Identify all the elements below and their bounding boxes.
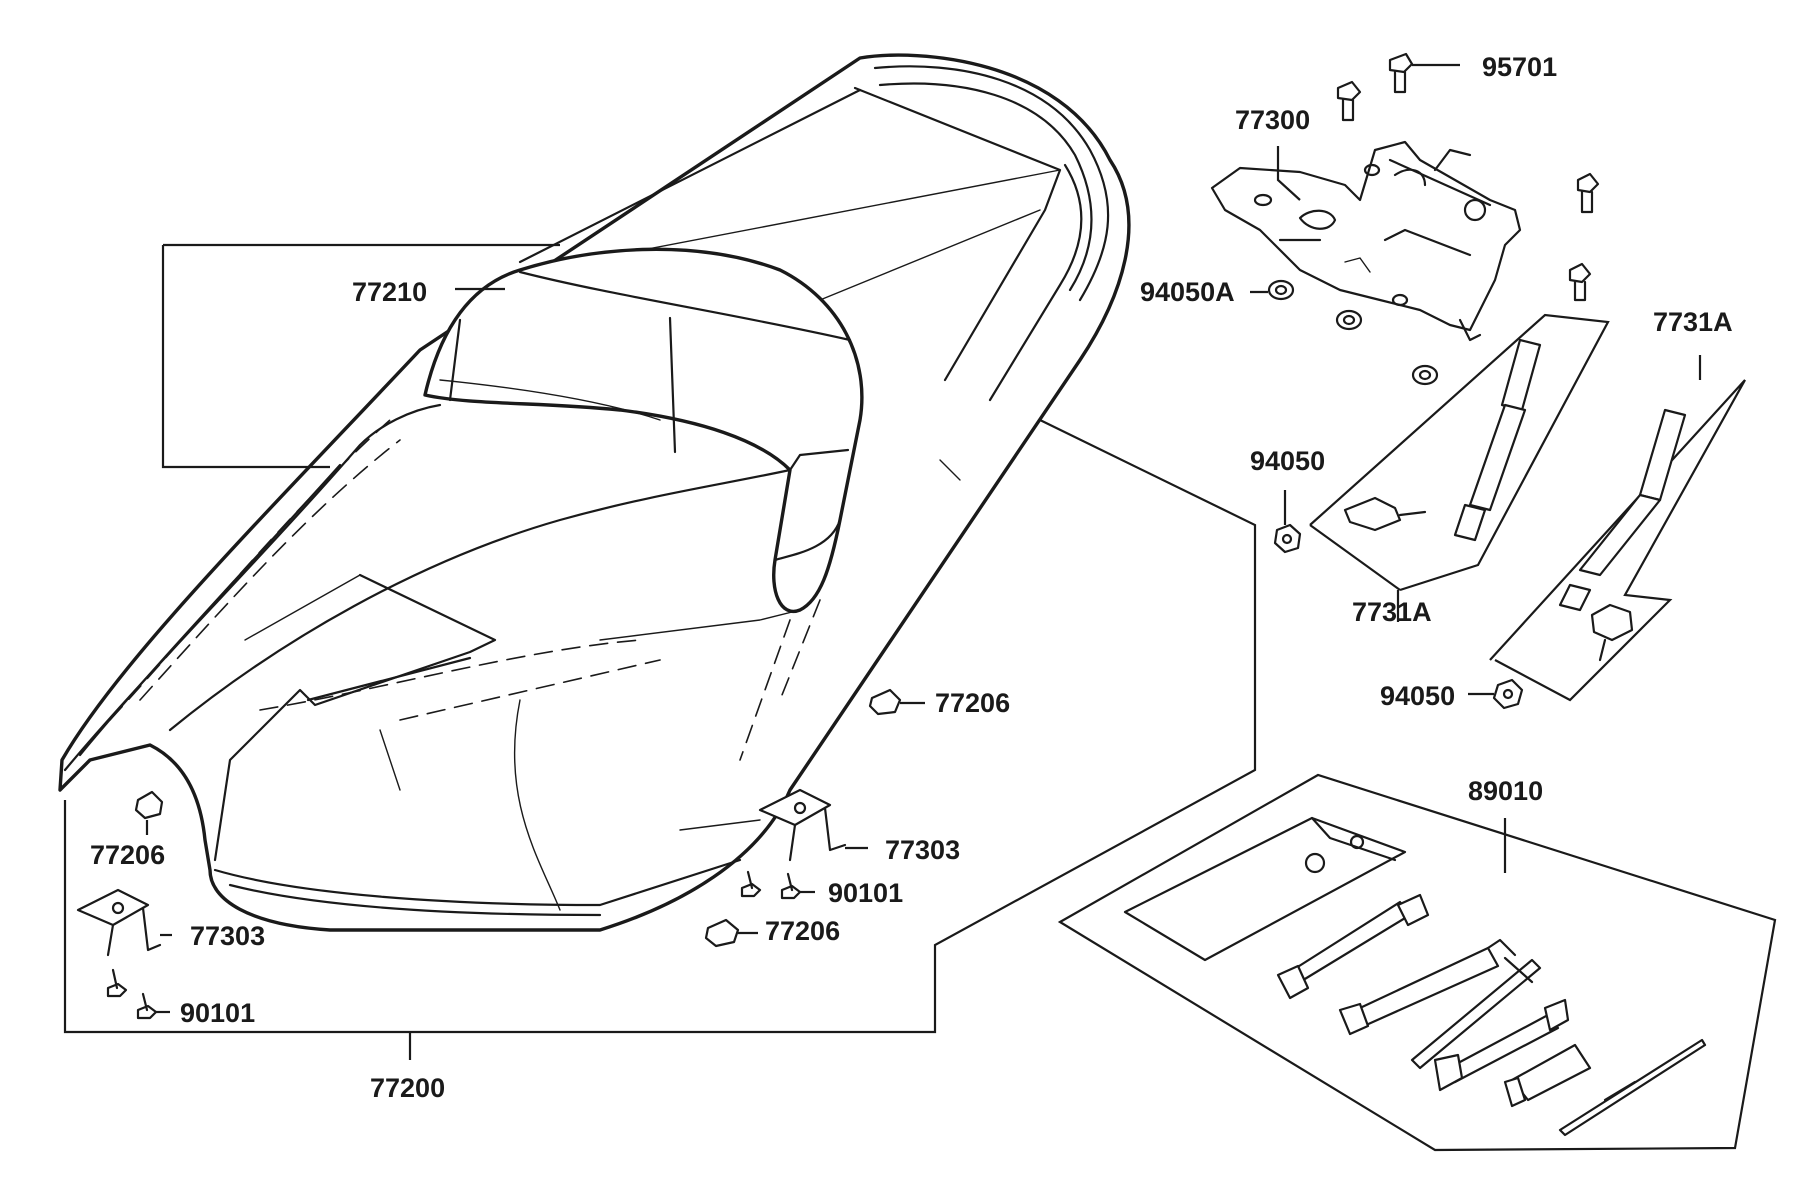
label-90101-left: 90101 — [180, 998, 255, 1028]
label-77210: 77210 — [352, 277, 427, 307]
label-94050-upper: 94050 — [1250, 446, 1325, 476]
bracket-77200 — [63, 243, 1257, 1060]
label-77206-left: 77206 — [90, 840, 165, 870]
label-90101-right: 90101 — [828, 878, 903, 908]
gas-strut-lower — [1489, 355, 1746, 702]
gas-strut-upper — [1309, 313, 1610, 622]
label-77206-right: 77206 — [935, 688, 1010, 718]
label-95701: 95701 — [1482, 52, 1557, 82]
label-77300: 77300 — [1235, 105, 1310, 135]
label-77303-right: 77303 — [885, 835, 960, 865]
label-94050a: 94050A — [1140, 277, 1235, 307]
label-94050-lower: 94050 — [1380, 681, 1455, 711]
label-7731a-top: 7731A — [1653, 307, 1733, 337]
seat-assembly — [58, 53, 1131, 932]
label-77200: 77200 — [370, 1073, 445, 1103]
leader-77300 — [1276, 146, 1301, 201]
label-77303-left: 77303 — [190, 921, 265, 951]
label-7731a-mid: 7731A — [1352, 597, 1432, 627]
seat-lock-bracket — [1210, 140, 1522, 342]
tool-kit — [1057, 773, 1777, 1152]
nuts-94050 — [1273, 490, 1524, 710]
label-89010: 89010 — [1468, 776, 1543, 806]
seat-fittings — [76, 287, 925, 1020]
grommets-94050a — [1250, 279, 1439, 386]
bolts-95701 — [1336, 52, 1600, 302]
label-77206-center: 77206 — [765, 916, 840, 946]
